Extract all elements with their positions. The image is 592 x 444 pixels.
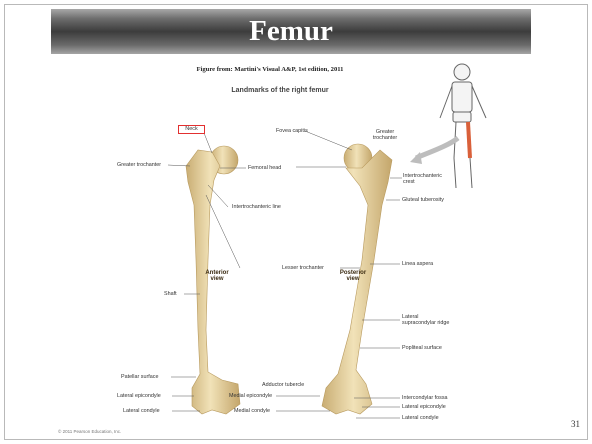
posterior-view-label: Posterior view (336, 270, 370, 282)
label-greater-trochanter-left: Greater trochanter (117, 162, 161, 168)
label-linea-aspera: Linea aspera (402, 261, 433, 267)
label-lateral-condyle-left: Lateral condyle (123, 408, 160, 414)
label-lateral-supracondylar-ridge: Lateral supracondylar ridge (402, 314, 450, 326)
label-adductor-tubercle: Adductor tubercle (262, 382, 304, 388)
label-popliteal-surface: Popliteal surface (402, 345, 442, 351)
label-patellar-surface: Patellar surface (121, 374, 158, 380)
label-intertrochanteric-line: Intertrochanteric line (232, 204, 281, 210)
label-fovea-capitis: Fovea capitis (276, 128, 308, 134)
label-femoral-head: Femoral head (248, 165, 281, 171)
label-lateral-condyle-right: Lateral condyle (402, 415, 439, 421)
label-medial-condyle: Medial condyle (234, 408, 270, 414)
skeleton-inset (440, 64, 486, 188)
anterior-view-label: Anterior view (202, 270, 232, 282)
label-medial-epicondyle: Medial epicondyle (229, 393, 272, 399)
label-gluteal-tuberosity: Gluteal tuberosity (402, 197, 444, 203)
label-lesser-trochanter: Lesser trochanter (282, 265, 324, 271)
label-lateral-epicondyle-left: Lateral epicondyle (117, 393, 161, 399)
label-shaft: Shaft (164, 291, 177, 297)
label-intercondylar-fossa: Intercondylar fossa (402, 395, 448, 401)
label-lateral-epicondyle-right: Lateral epicondyle (402, 404, 446, 410)
page-number: 31 (571, 419, 580, 429)
pointer-arrow (416, 138, 458, 158)
neck-label-box: Neck (178, 125, 205, 134)
label-intertrochanteric-crest: Intertrochanteric crest (403, 173, 445, 185)
label-greater-trochanter-right: Greater trochanter (368, 129, 402, 141)
copyright-notice: © 2011 Pearson Education, Inc. (58, 429, 121, 434)
